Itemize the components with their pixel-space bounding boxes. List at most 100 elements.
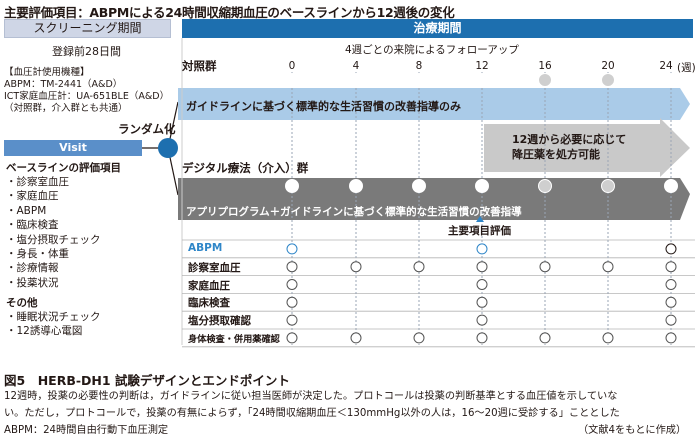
followup-label: 4週ごとの来院によるフォローアップ (345, 44, 519, 56)
device-home: ICT家庭血圧計：UA-651BLE（A&D） (4, 91, 170, 102)
control-visit-dot (538, 73, 552, 87)
assessment-mark (602, 261, 614, 273)
digital-visit-dot (475, 179, 489, 193)
weeks-unit: (週) (677, 62, 696, 74)
assessment-mark (286, 296, 298, 308)
digital-group-label: デジタル療法（介入）群 (182, 161, 309, 175)
assessment-table-lines (182, 239, 695, 348)
digital-visit-dot (349, 179, 363, 193)
other-item: ・12誘導心電図 (6, 325, 83, 337)
week-label: 16 (538, 60, 552, 72)
control-visit-dot (412, 73, 426, 87)
assessment-mark (350, 332, 362, 344)
control-visit-dot (601, 73, 615, 87)
baseline-item: ・塩分摂取チェック (6, 233, 101, 246)
prescription-arrow (484, 118, 690, 177)
baseline-item: ・投薬状況 (6, 276, 59, 289)
caption-line-2: い。ただし，プロトコールで，投薬の有無によらず，「24時間収縮期血圧＜130mm… (4, 408, 620, 419)
assessment-mark (476, 332, 488, 344)
baseline-item: ・診療情報 (6, 262, 59, 275)
assessment-row-label: 診察室血圧 (188, 261, 241, 274)
arrow-text-2: 降圧薬を処方可能 (512, 148, 600, 161)
digital-bar (178, 178, 690, 220)
assessment-row-label: 家庭血圧 (188, 279, 230, 292)
assessment-mark (539, 332, 551, 344)
digital-bar-text: アプリプログラム＋ガイドラインに基づく標準的な生活習慣の改善指導 (186, 206, 522, 218)
assessment-mark (602, 332, 614, 344)
assessment-mark (350, 261, 362, 273)
assessment-row-label: 身体検査・併用薬確認 (188, 333, 280, 345)
control-group-label: 対照群 (182, 59, 217, 73)
enrollment-period: 登録前28日間 (52, 45, 121, 58)
assessment-mark (476, 279, 488, 290)
assessment-mark (413, 332, 425, 344)
assessment-mark (665, 279, 677, 290)
primary-eval-pointer (476, 216, 484, 222)
assessment-mark (413, 261, 425, 273)
week-label: 4 (352, 60, 360, 72)
assessment-mark (476, 243, 488, 255)
other-heading: その他 (6, 297, 38, 309)
caption-line-1: 12週時，投薬の必要性の判断は，ガイドラインに従い担当医師が決定した。プロトコー… (4, 391, 618, 402)
arrow-text-1: 12週から必要に応じて (512, 133, 627, 146)
assessment-mark (286, 332, 298, 344)
week-label: 8 (415, 60, 423, 72)
week-label: 12 (475, 60, 489, 72)
week-lines (291, 72, 672, 345)
digital-visit-dot (664, 179, 678, 193)
baseline-heading: ベースラインの評価項目 (6, 162, 121, 174)
caption-title: 図5 HERB-DH1 試験デザインとエンドポイント (4, 373, 290, 388)
assessment-mark (476, 314, 488, 326)
digital-visit-dot (601, 179, 615, 193)
randomization-node (158, 138, 178, 158)
assessment-mark (286, 279, 298, 290)
assessment-marks (286, 243, 677, 344)
control-visit-dot (664, 73, 678, 87)
device-note: （対照群，介入群とも共通） (4, 103, 128, 114)
device-abpm: ABPM：TM-2441（A&D） (4, 79, 123, 90)
assessment-mark (665, 332, 677, 344)
assessment-mark (476, 296, 488, 308)
primary-eval-label: 主要項目評価 (448, 225, 511, 237)
caption-source: （文献4をもとに作成） (578, 425, 687, 436)
baseline-item: ・家庭血圧 (6, 190, 59, 203)
assessment-mark (476, 261, 488, 273)
assessment-row-label: ABPM (188, 241, 223, 254)
week-label: 24 (659, 60, 673, 72)
assessment-row-label: 臨床検査 (188, 297, 230, 310)
baseline-item: ・臨床検査 (6, 219, 59, 232)
treatment-period-box: 治療期間 (182, 19, 693, 38)
week-label: 20 (601, 60, 615, 72)
visit-dots (285, 73, 678, 193)
assessment-mark (286, 314, 298, 326)
assessment-mark (286, 261, 298, 273)
control-visit-dot (285, 73, 299, 87)
assessment-mark (665, 261, 677, 273)
week-label: 0 (288, 60, 296, 72)
baseline-item: ・診察室血圧 (6, 176, 69, 188)
digital-visit-dot (538, 179, 552, 193)
control-bar-text: ガイドラインに基づく標準的な生活習慣の改善指導のみ (186, 100, 461, 113)
control-visit-dot (475, 73, 489, 87)
caption-line-3: ABPM：24時間自由行動下血圧測定 (4, 425, 169, 436)
control-visit-dot (349, 73, 363, 87)
baseline-item: ・身長・体重 (6, 248, 69, 260)
assessment-row-label: 塩分摂取確認 (188, 315, 251, 328)
screening-period-box: スクリーニング期間 (4, 19, 171, 38)
primary-endpoint-title: 主要評価項目：ABPMによる24時間収縮期血圧のベースラインから12週後の変化 (4, 5, 455, 20)
assessment-mark (665, 296, 677, 308)
other-item: ・睡眠状況チェック (6, 311, 101, 323)
control-bar (178, 88, 690, 120)
randomization-label: ランダム化 (118, 122, 176, 136)
device-heading: 【血圧計使用機種】 (4, 67, 90, 78)
digital-visit-dot (412, 179, 426, 193)
baseline-item: ・ABPM (6, 204, 47, 217)
visit-box: Visit (4, 140, 142, 156)
assessment-mark (665, 243, 677, 255)
assessment-mark (665, 314, 677, 326)
assessment-mark (539, 261, 551, 273)
assessment-mark (286, 243, 298, 255)
digital-visit-dot (285, 179, 299, 193)
